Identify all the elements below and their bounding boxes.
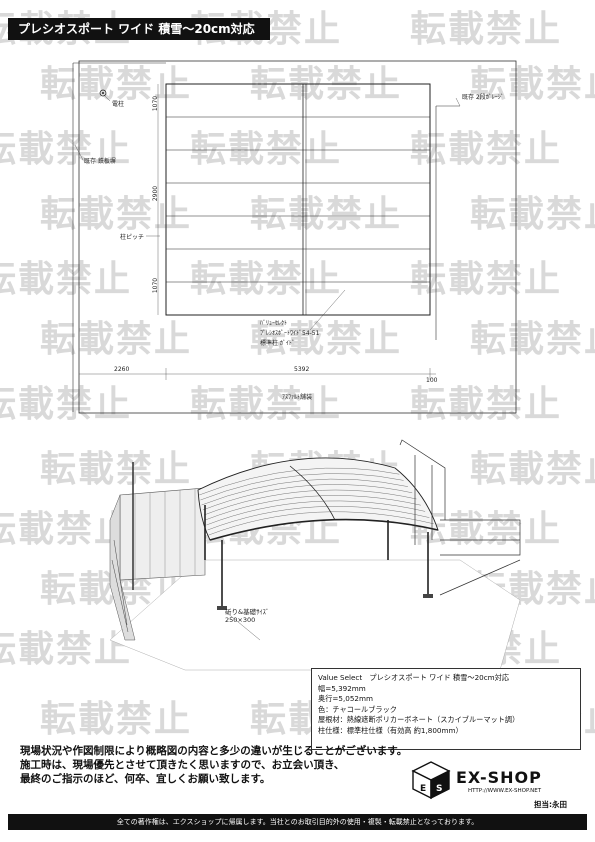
- carport-posts: [204, 505, 429, 608]
- product-label-3: 標準柱 ｶﾞｲﾄﾞ: [260, 340, 295, 347]
- logo-url: HTTP://WWW.EX-SHOP.NET: [468, 788, 542, 794]
- roof-rafters: [166, 116, 430, 283]
- dim-v2: 2900: [152, 185, 160, 202]
- watermark-text: 転載禁止: [190, 384, 343, 425]
- watermark-text: 転載禁止: [190, 129, 343, 170]
- watermark-text: 転載禁止: [40, 64, 193, 105]
- carport-roof-outline: [165, 83, 431, 316]
- watermark-text: 転載禁止: [470, 194, 595, 235]
- dim-left: 2260: [114, 366, 130, 373]
- watermark-text: 転載禁止: [0, 509, 133, 550]
- watermark-text: 転載禁止: [40, 699, 193, 740]
- watermark-text: 転載禁止: [410, 384, 563, 425]
- spec-line: Value Select プレシオスポート ワイド 積雪～20cm対応: [318, 673, 510, 682]
- asphalt-label: ｱｽﾌｧﾙﾄ舗装: [282, 394, 313, 401]
- garage-label: 既存 2段ｶﾞﾚｰｼﾞ: [462, 94, 504, 101]
- watermark-text: 転載禁止: [470, 64, 595, 105]
- dim-v1: 1070: [152, 95, 160, 112]
- watermark-text: 転載禁止: [250, 194, 403, 235]
- watermark-text: 転載禁止: [0, 629, 133, 670]
- watermark-text: 転載禁止: [40, 194, 193, 235]
- watermark-text: 転載禁止: [410, 259, 563, 300]
- spec-line: 奥行=5,052mm: [318, 694, 373, 703]
- plan-frame: [78, 60, 517, 414]
- pole-label: 電柱: [112, 101, 125, 108]
- ex-shop-logo-icon: E S: [411, 761, 451, 800]
- svg-text:E: E: [420, 784, 426, 794]
- staff-name: 担当:永田: [534, 800, 567, 809]
- watermark-text: 転載禁止: [410, 9, 563, 50]
- pole-marker: [99, 89, 107, 97]
- watermark-text: 転載禁止: [470, 319, 595, 360]
- watermark-text: 転載禁止: [40, 319, 193, 360]
- spec-line: 屋根材：熱線遮断ポリカーボネート（スカイブルーマット調）: [318, 715, 520, 724]
- watermark-text: 転載禁止: [250, 319, 403, 360]
- carport-roof: [197, 457, 439, 541]
- foundation-label-2: 250×300: [225, 616, 256, 624]
- watermark-text: 転載禁止: [0, 384, 133, 425]
- watermark-text: 転載禁止: [410, 129, 563, 170]
- note-line: 最終のご指示のほど、何卒、宜しくお願い致します。: [20, 773, 271, 785]
- watermark-text: 転載禁止: [190, 259, 343, 300]
- post-pitch-label: 柱ピッチ: [120, 234, 145, 241]
- dim-right: 100: [426, 377, 438, 384]
- roof-ribs: [199, 467, 434, 536]
- spec-line: 色：チャコールブラック: [318, 704, 397, 714]
- product-label-2: ﾌﾟﾚｼｵｽﾎﾟｰﾄﾜｲﾄﾞ54-51: [260, 330, 320, 337]
- page-title: プレシオスポート ワイド 積雪～20cm対応: [8, 18, 270, 40]
- notes: 現場状況や作図制限により概略図の内容と多少の違いが生じることがございます。 施工…: [20, 744, 407, 786]
- watermark-text: 転載禁止: [0, 259, 133, 300]
- note-line: 現場状況や作図制限により概略図の内容と多少の違いが生じることがございます。: [20, 745, 408, 757]
- spec-line: 幅=5,392mm: [318, 683, 366, 693]
- dim-main: 5392: [294, 366, 310, 373]
- spec-line: 柱仕様：標準柱仕様（有効高 約1,800mm）: [318, 725, 463, 735]
- watermark-text: 転載禁止: [470, 449, 595, 490]
- fence-label: 既存 鉄板塀: [84, 158, 116, 165]
- watermark-text: 転載禁止: [0, 129, 133, 170]
- foundation-label-1: 斫り&基礎ｻｲｽﾞ: [225, 608, 270, 616]
- svg-text:S: S: [436, 784, 442, 794]
- dim-v3: 1070: [152, 277, 160, 294]
- note-line: 施工時は、現場優先とさせて頂きたく思いますので、お立会い頂き、: [20, 759, 345, 771]
- product-label-1: ﾊﾞﾘｭｰｾﾚｸﾄ: [260, 320, 288, 327]
- watermark-text: 転載禁止: [40, 449, 193, 490]
- perspective-view: [109, 439, 521, 671]
- spec-box: Value Select プレシオスポート ワイド 積雪～20cm対応 幅=5,…: [311, 668, 581, 750]
- logo-text: EX-SHOP: [456, 768, 542, 787]
- garage-structure: [399, 439, 521, 596]
- side-fence: [109, 494, 136, 641]
- copyright-footer: 全ての著作権は、エクスショップに帰属します。当社とのお取引目的外の使用・複製・転…: [8, 814, 587, 830]
